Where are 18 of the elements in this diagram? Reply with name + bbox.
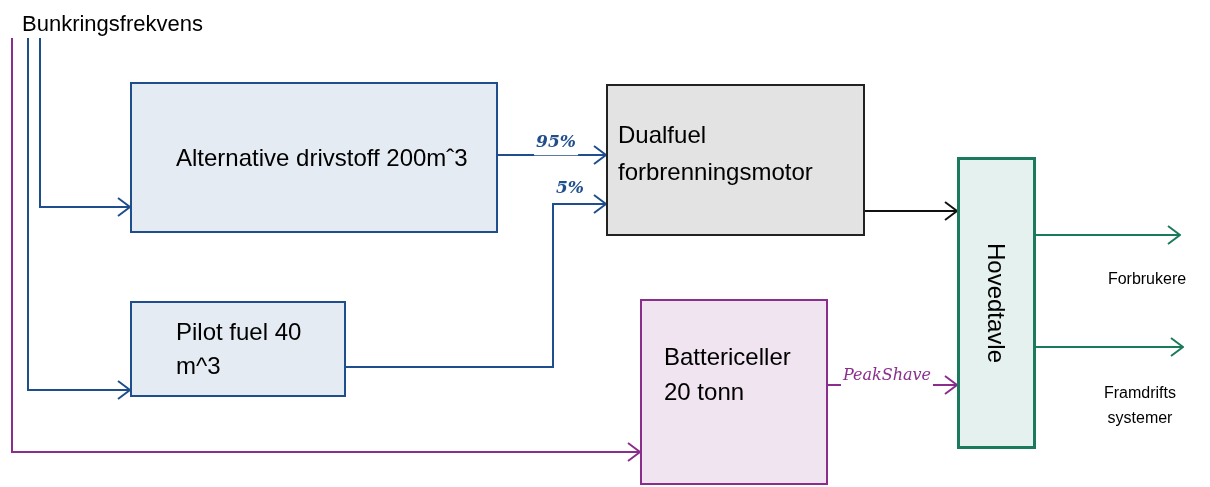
battery-box — [640, 299, 828, 485]
arrow — [27, 37, 131, 400]
arrow — [11, 37, 641, 462]
box-text: Dualfuel forbrenningsmotor — [618, 120, 814, 187]
switchboard-box — [957, 157, 1036, 449]
engine-box — [606, 84, 865, 236]
tank-box — [130, 301, 346, 397]
arrow — [345, 194, 607, 368]
box-text: Pilot fuel 40 m^3 — [176, 317, 303, 381]
box-text: Alternative drivstoff 200mˆ3 — [176, 142, 468, 173]
arrow — [1035, 337, 1184, 357]
tank-box — [130, 82, 498, 233]
title-text: Bunkringsfrekvens — [22, 9, 203, 38]
box-text: Battericeller 20 tonn — [664, 342, 792, 407]
arrow — [1035, 225, 1181, 245]
arrow — [39, 37, 131, 217]
box-title: Hovedtavle — [982, 242, 1012, 364]
arrow — [864, 201, 958, 221]
